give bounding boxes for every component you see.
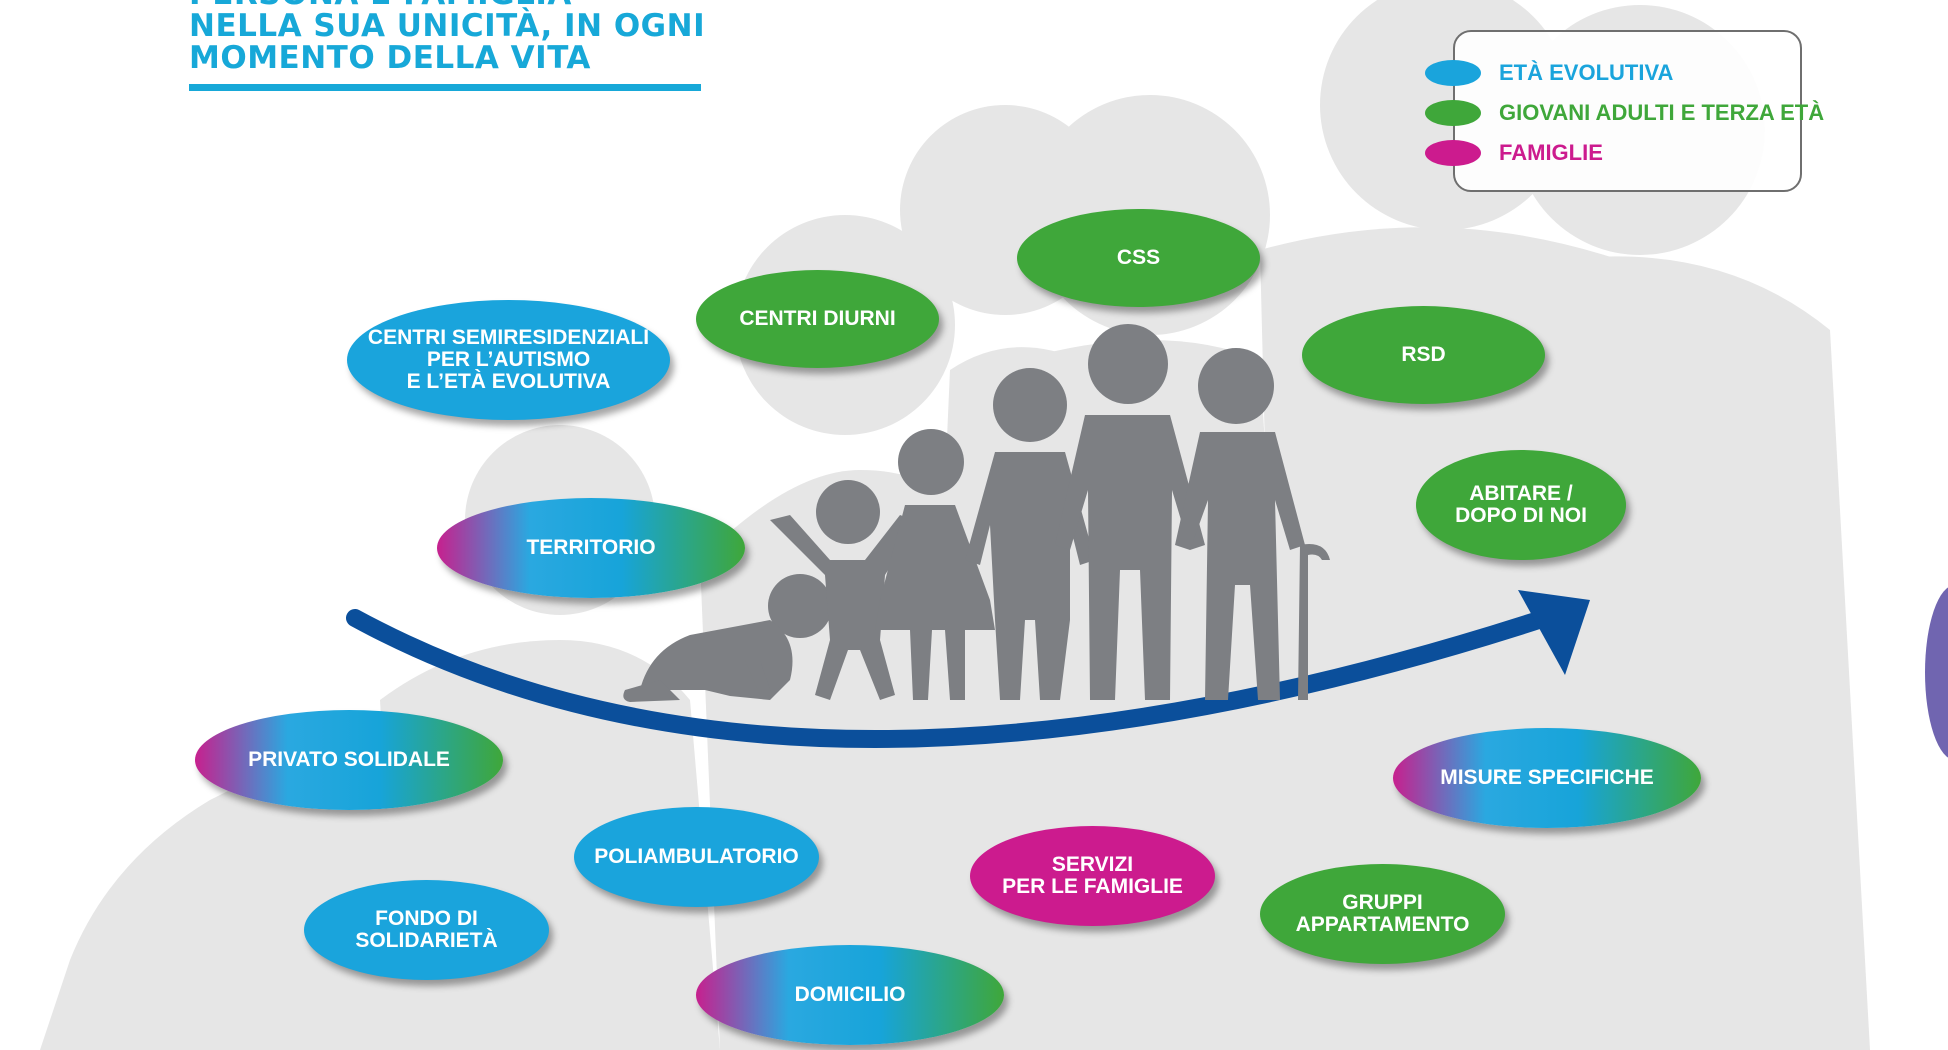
legend-label: GIOVANI ADULTI E TERZA ETÀ — [1499, 100, 1825, 125]
legend-swatch-icon — [1425, 60, 1481, 86]
bubble-privato-solidale: PRIVATO SOLIDALE — [195, 710, 503, 810]
bubble-centri-semiresidenziali: CENTRI SEMIRESIDENZIALI PER L’AUTISMO E … — [347, 300, 670, 420]
legend-item-famiglie: FAMIGLIE — [1425, 140, 1603, 166]
legend-label: ETÀ EVOLUTIVA — [1499, 60, 1674, 85]
bubble-centri-diurni: CENTRI DIURNI — [696, 270, 939, 368]
legend-swatch-icon — [1425, 140, 1481, 166]
legend-swatch-icon — [1425, 100, 1481, 126]
bubble-fondo-di-solidarieta: FONDO DI SOLIDARIETÀ — [304, 880, 549, 980]
life-arrow-icon — [346, 609, 1554, 748]
title-line-2: NELLA SUA UNICITÀ, IN OGNI — [189, 8, 706, 44]
bubble-misure-specifiche: MISURE SPECIFICHE — [1393, 728, 1701, 828]
legend-label: FAMIGLIE — [1499, 140, 1603, 165]
bubble-abitare-dopo-di-noi: ABITARE / DOPO DI NOI — [1416, 450, 1626, 560]
bubble-css: CSS — [1017, 209, 1260, 307]
family-lifecycle-icon — [623, 324, 1330, 702]
bubble-poliambulatorio: POLIAMBULATORIO — [574, 807, 819, 907]
title-underline — [189, 84, 701, 91]
bubble-gruppi-appartamento: GRUPPI APPARTAMENTO — [1260, 864, 1505, 964]
legend-item-giovani-adulti: GIOVANI ADULTI E TERZA ETÀ — [1425, 100, 1824, 126]
side-decoration — [1925, 585, 1948, 760]
bubble-territorio: TERRITORIO — [437, 498, 745, 598]
title-line-3: MOMENTO DELLA VITA — [189, 40, 591, 76]
bubble-servizi-per-le-famiglie: SERVIZI PER LE FAMIGLIE — [970, 826, 1215, 926]
bubble-domicilio: DOMICILIO — [696, 945, 1004, 1045]
bubble-rsd: RSD — [1302, 306, 1545, 404]
legend-item-eta-evolutiva: ETÀ EVOLUTIVA — [1425, 60, 1673, 86]
title-line-1: PERSONA E FAMIGLIA — [189, 0, 705, 10]
page-title: PERSONA E FAMIGLIA NELLA SUA UNICITÀ, IN… — [189, 0, 705, 74]
legend: ETÀ EVOLUTIVA GIOVANI ADULTI E TERZA ETÀ… — [1425, 30, 1824, 192]
